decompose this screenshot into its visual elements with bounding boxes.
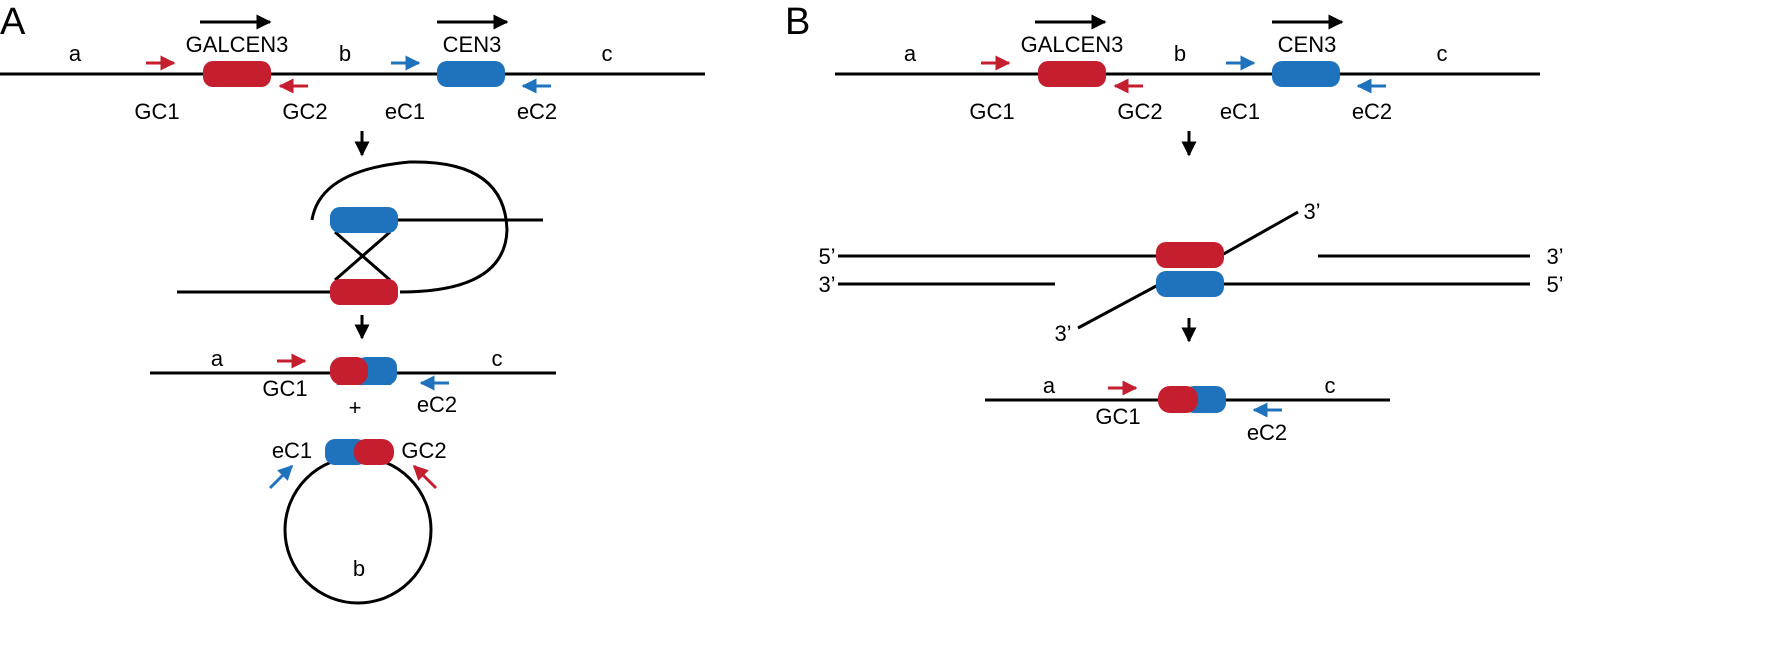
galcen3-block xyxy=(1038,61,1106,87)
cen3-label: CEN3 xyxy=(443,32,502,57)
region-a-label: a xyxy=(1043,373,1056,398)
gc1-label: GC1 xyxy=(134,99,179,124)
cen3-block xyxy=(437,61,505,87)
galcen3-label: GALCEN3 xyxy=(1021,32,1124,57)
circle-strand xyxy=(283,455,433,605)
strand-end-label: 3’ xyxy=(818,272,835,297)
upper-3-tail xyxy=(1219,210,1299,258)
gc1-label: GC1 xyxy=(969,99,1014,124)
panel-b-annealing-intermediate: 5’ 3’ 3’ 5’ 3’ 3’ xyxy=(818,199,1563,346)
region-c-label: c xyxy=(492,346,503,371)
ec2-label: eC2 xyxy=(1352,99,1392,124)
panel-a-linear-product: a c GC1 eC2 + xyxy=(150,346,556,420)
plus-sign: + xyxy=(349,395,362,420)
gc2-label: GC2 xyxy=(1117,99,1162,124)
galcen3-block xyxy=(330,279,398,305)
galcen3-label: GALCEN3 xyxy=(186,32,289,57)
ec1-label: eC1 xyxy=(272,438,312,463)
region-c-label: c xyxy=(1437,41,1448,66)
region-c-label: c xyxy=(1325,373,1336,398)
strand-end-label: 3’ xyxy=(1546,244,1563,269)
panel-b-chromosome: a GALCEN3 b CEN3 c GC1 GC2 eC1 eC2 xyxy=(835,14,1540,124)
ec1-label: eC1 xyxy=(385,99,425,124)
panel-a-label: A xyxy=(0,1,26,43)
gc1-label: GC1 xyxy=(1095,404,1140,429)
cen3-block xyxy=(1156,271,1224,297)
fusion-block-red xyxy=(1158,386,1198,413)
strand-end-label: 5’ xyxy=(1546,272,1563,297)
gc2-label: GC2 xyxy=(401,438,446,463)
panel-b-label: B xyxy=(785,1,810,43)
ec2-label: eC2 xyxy=(417,392,457,417)
galcen3-block xyxy=(1156,242,1224,268)
ec1-label: eC1 xyxy=(1220,99,1260,124)
strand-end-label: 5’ xyxy=(818,244,835,269)
region-a-label: a xyxy=(211,346,224,371)
lower-3-tail xyxy=(1077,282,1161,330)
gc2-label: GC2 xyxy=(282,99,327,124)
cen3-block xyxy=(1272,61,1340,87)
ec2-label: eC2 xyxy=(517,99,557,124)
region-a-label: a xyxy=(69,41,82,66)
panel-b-product: a c GC1 eC2 xyxy=(985,373,1390,445)
fusion-block-red xyxy=(354,439,394,465)
ec1-primer-arrow xyxy=(268,464,294,490)
ec2-label: eC2 xyxy=(1247,420,1287,445)
panel-a: A a GALCEN3 b CEN3 c GC1 GC2 eC1 eC2 xyxy=(0,1,705,605)
panel-a-chromosome: a GALCEN3 b CEN3 c GC1 GC2 eC1 eC2 xyxy=(0,14,705,124)
region-b-label: b xyxy=(353,556,365,581)
region-c-label: c xyxy=(602,41,613,66)
region-b-label: b xyxy=(1174,41,1186,66)
region-a-label: a xyxy=(904,41,917,66)
gc2-primer-arrow xyxy=(412,464,438,490)
galcen3-block xyxy=(203,61,271,87)
strand-end-label: 3’ xyxy=(1303,199,1320,224)
gc1-label: GC1 xyxy=(262,376,307,401)
strand-end-label: 3’ xyxy=(1054,321,1071,346)
panel-a-loop-intermediate xyxy=(177,160,543,305)
loop-strand xyxy=(310,160,509,294)
region-b-label: b xyxy=(339,41,351,66)
cen3-label: CEN3 xyxy=(1278,32,1337,57)
crossover-line-2 xyxy=(334,230,391,282)
panel-a-circular-product: eC1 GC2 b xyxy=(268,438,447,605)
fusion-block-red-front xyxy=(330,357,368,385)
panel-b: B a GALCEN3 b CEN3 c GC1 GC2 eC1 eC2 xyxy=(785,1,1564,445)
cen3-block xyxy=(330,207,398,233)
